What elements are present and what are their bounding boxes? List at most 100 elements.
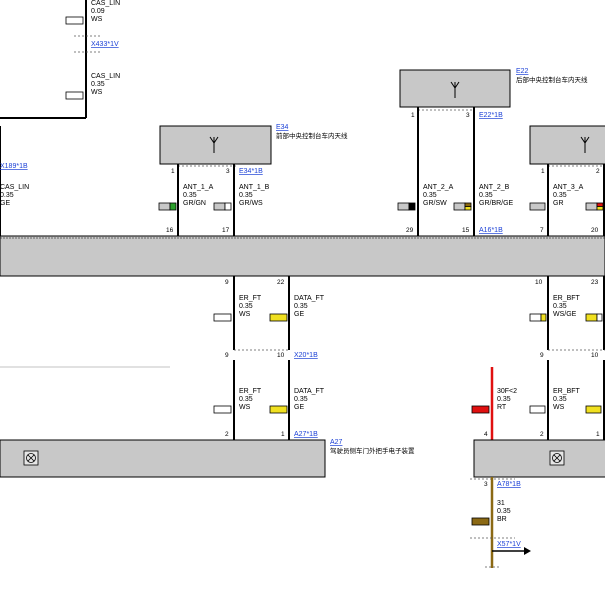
connector-link-e34[interactable]: E34*1B [239,168,263,175]
wire-signal: DATA_FT [294,295,325,302]
wire-color-code: GR/BR/GE [479,200,514,207]
wire-color-swatch [397,202,416,211]
component-a78-module[interactable] [473,439,605,478]
wire-signal: ANT_1_B [239,184,270,191]
connector-link-x20[interactable]: X20*1B [294,352,318,359]
connector-link-a27[interactable]: A27*1B [294,431,318,438]
wire-color-code: GE [0,200,10,207]
wire-color-swatch [453,202,472,211]
pin-number: 3 [466,112,470,119]
pin-number: 22 [277,279,285,286]
pin-number: 20 [591,227,599,234]
wire-signal: CAS_LIN [0,184,29,191]
wire-color-code: BR [497,516,507,523]
pin-number: 9 [540,352,544,359]
pin-number: 1 [541,168,545,175]
pin-number: 3 [484,481,488,488]
component-desc-a27: 驾驶员侧车门外把手电子装置 [330,446,415,455]
wire-size: 0.35 [91,81,105,88]
pin-number: 2 [596,168,600,175]
antenna-icon [580,136,590,153]
door-handle-icon [23,450,39,466]
wire-color-code: GR [553,200,564,207]
wire-size: 0.35 [423,192,437,199]
pin-number: 10 [535,279,543,286]
pin-number: 9 [225,352,229,359]
wire-size: 0.35 [553,192,567,199]
wire-size: 0.35 [294,303,308,310]
wire-color-swatch [471,405,490,414]
wire-color-swatch [585,313,603,322]
wire-size: 0.35 [497,508,511,515]
component-link-e22[interactable]: E22 [516,68,529,75]
pin-number: 1 [171,168,175,175]
wire-color-swatch [585,202,604,211]
pin-number: 4 [484,431,488,438]
wire-signal: 30F<2 [497,388,517,395]
component-desc-e22: 后部中央控制台车内天线 [516,75,588,84]
component-antenna-right[interactable] [529,125,605,165]
wire-size: 0.35 [239,303,253,310]
wire-color-code: WS [553,404,565,411]
pin-number: 2 [540,431,544,438]
pin-number: 7 [540,227,544,234]
wire-signal: ANT_1_A [183,184,214,191]
pin-number: 10 [277,352,285,359]
wire-signal: CAS_LIN [91,73,120,80]
pin-number: 23 [591,279,599,286]
wire-size: 0.09 [91,8,105,15]
wire-color-code: GR/WS [239,200,263,207]
wire-signal: ER_FT [239,388,262,395]
connector-link-e22[interactable]: E22*1B [479,112,503,119]
wire-color-code: WS [239,404,251,411]
wire-color-code: WS [91,89,103,96]
wire-color-code: GE [294,311,304,318]
wire-signal: ANT_2_A [423,184,454,191]
wire-color-code: WS [239,311,251,318]
wire-size: 0.35 [553,396,567,403]
wire-color-swatch [471,517,490,526]
wire-size: 0.35 [0,192,14,199]
pin-number: 1 [411,112,415,119]
wire-color-code: WS/GE [553,311,577,318]
wire-signal: ANT_3_A [553,184,584,191]
wire-color-code: WS [91,16,103,23]
component-link-e34[interactable]: E34 [276,124,289,131]
module-a16-bar[interactable] [0,235,605,277]
pin-number: 15 [462,227,470,234]
wire-color-code: GE [294,404,304,411]
connector-link-x57[interactable]: X57*1V [497,541,521,548]
wire-size: 0.35 [553,303,567,310]
pin-number: 3 [226,168,230,175]
connector-link-x433[interactable]: X433*1V [91,41,119,48]
wire-color-code: GR/GN [183,200,206,207]
wire-color-code: RT [497,404,507,411]
wire-color-swatch [529,313,547,322]
wire-size: 0.35 [497,396,511,403]
wire-size: 0.35 [239,192,253,199]
wire-color-swatch [529,405,546,414]
component-a27-door-handle[interactable] [0,439,326,478]
pin-number: 17 [222,227,230,234]
wire-signal: ER_FT [239,295,262,302]
wire-color-swatch [158,202,177,211]
wire-color-swatch [529,202,546,211]
connector-link-x189[interactable]: X189*1B [0,163,28,170]
pin-number: 16 [166,227,174,234]
wire-color-swatch [585,405,602,414]
component-e34-antenna[interactable] [159,125,272,165]
pin-number: 10 [591,352,599,359]
pin-number: 1 [596,431,600,438]
wire-color-swatch [213,405,232,414]
pin-number: 1 [281,431,285,438]
wire-color-swatch [65,91,84,100]
wire-signal: ER_BFT [553,295,581,302]
connector-link-a16[interactable]: A16*1B [479,227,503,234]
wire-color-code: GR/SW [423,200,447,207]
antenna-icon [209,136,219,153]
arrow-right-icon [492,547,531,555]
component-link-a27[interactable]: A27 [330,439,343,446]
connector-link-a78[interactable]: A78*1B [497,481,521,488]
wire-signal: DATA_FT [294,388,325,395]
